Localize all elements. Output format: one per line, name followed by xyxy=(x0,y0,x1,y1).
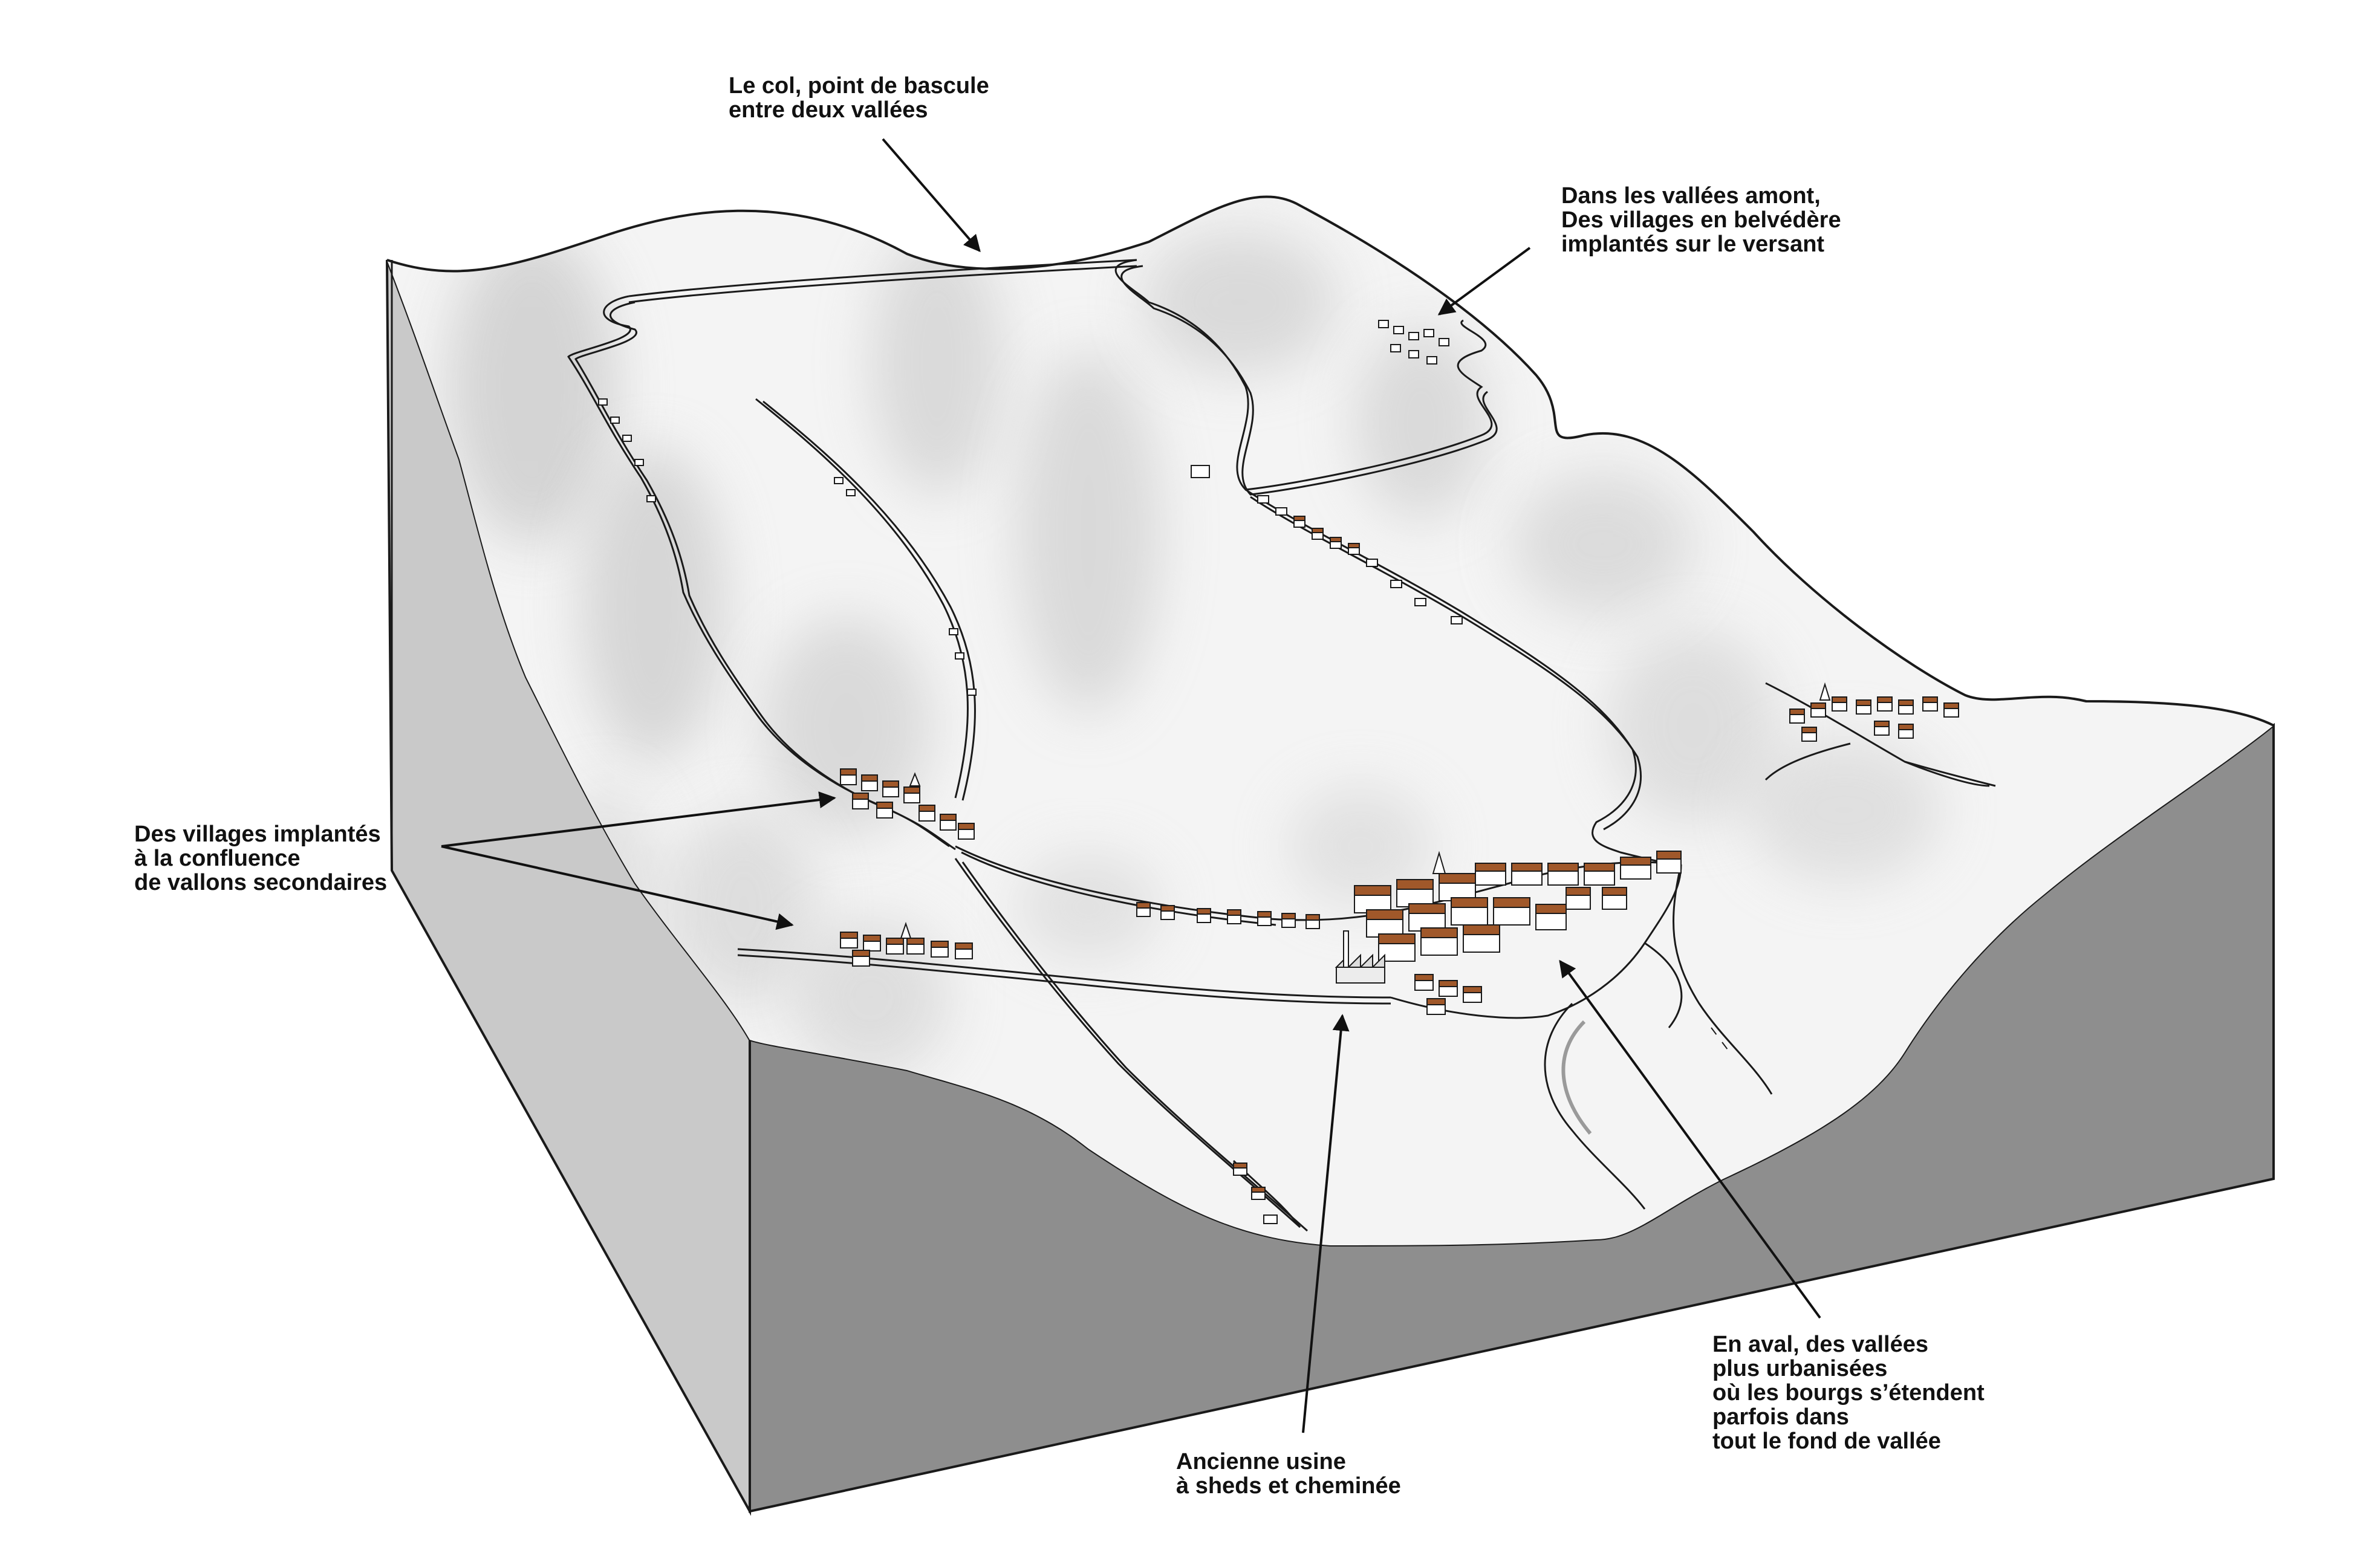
label-belvedere-line-3: implantés sur le versant xyxy=(1561,232,1825,257)
arrow-belvedere xyxy=(1437,247,1531,316)
label-col: Le col, point de bascule entre deux vall… xyxy=(729,74,989,122)
small-building xyxy=(1191,465,1210,478)
arrow-confluence-upper xyxy=(441,791,836,848)
villages xyxy=(598,320,1959,1224)
label-confluence: Des villages implantés à la confluence d… xyxy=(134,822,387,895)
label-belvedere-line-1: Dans les vallées amont, xyxy=(1561,183,1821,209)
terrain-outline xyxy=(386,195,2274,727)
arrow-aval xyxy=(1559,959,1821,1319)
arrow-usine xyxy=(1302,1014,1350,1433)
label-belvedere-line-2: Des villages en belvédère xyxy=(1561,207,1841,233)
roads xyxy=(567,259,1996,1232)
label-usine: Ancienne usine à sheds et cheminée xyxy=(1176,1450,1401,1498)
relief-shading xyxy=(447,230,1941,1076)
label-col-line-1: Le col, point de bascule xyxy=(729,73,989,99)
village-belvedere xyxy=(1378,320,1449,365)
label-aval-line-1: En aval, des vallées xyxy=(1712,1332,1929,1357)
village-right-side xyxy=(1789,682,1959,742)
label-aval-line-4: parfois dans xyxy=(1712,1404,1849,1430)
factory-sheds-chimney xyxy=(1335,930,1385,984)
label-confluence-line-1: Des villages implantés xyxy=(134,822,381,847)
village-confluence-lower xyxy=(840,921,973,967)
label-aval-line-5: tout le fond de vallée xyxy=(1712,1428,1941,1454)
label-aval: En aval, des vallées plus urbanisées où … xyxy=(1712,1332,1985,1453)
label-belvedere: Dans les vallées amont, Des villages en … xyxy=(1561,184,1841,256)
village-valley-row xyxy=(1136,902,1320,929)
arrow-col xyxy=(882,138,981,253)
river-channel xyxy=(1544,864,1773,1210)
label-aval-line-2: plus urbanisées xyxy=(1712,1356,1888,1381)
label-col-line-2: entre deux vallées xyxy=(729,97,928,123)
annotation-arrows xyxy=(441,138,1821,1433)
houses-left-road xyxy=(598,398,977,696)
houses-lower-left xyxy=(1233,1162,1278,1224)
arrow-confluence-lower xyxy=(441,845,794,930)
front-side-face xyxy=(749,722,2275,1513)
label-usine-line-2: à sheds et cheminée xyxy=(1176,1473,1401,1499)
label-confluence-line-2: à la confluence xyxy=(134,846,301,871)
label-aval-line-3: où les bourgs s’étendent xyxy=(1712,1380,1985,1406)
label-confluence-line-3: de vallons secondaires xyxy=(134,870,388,895)
village-main-road-strip xyxy=(1257,495,1463,624)
label-usine-line-1: Ancienne usine xyxy=(1176,1449,1346,1474)
village-confluence-upper xyxy=(840,768,975,840)
village-main-town xyxy=(1354,851,1682,1015)
